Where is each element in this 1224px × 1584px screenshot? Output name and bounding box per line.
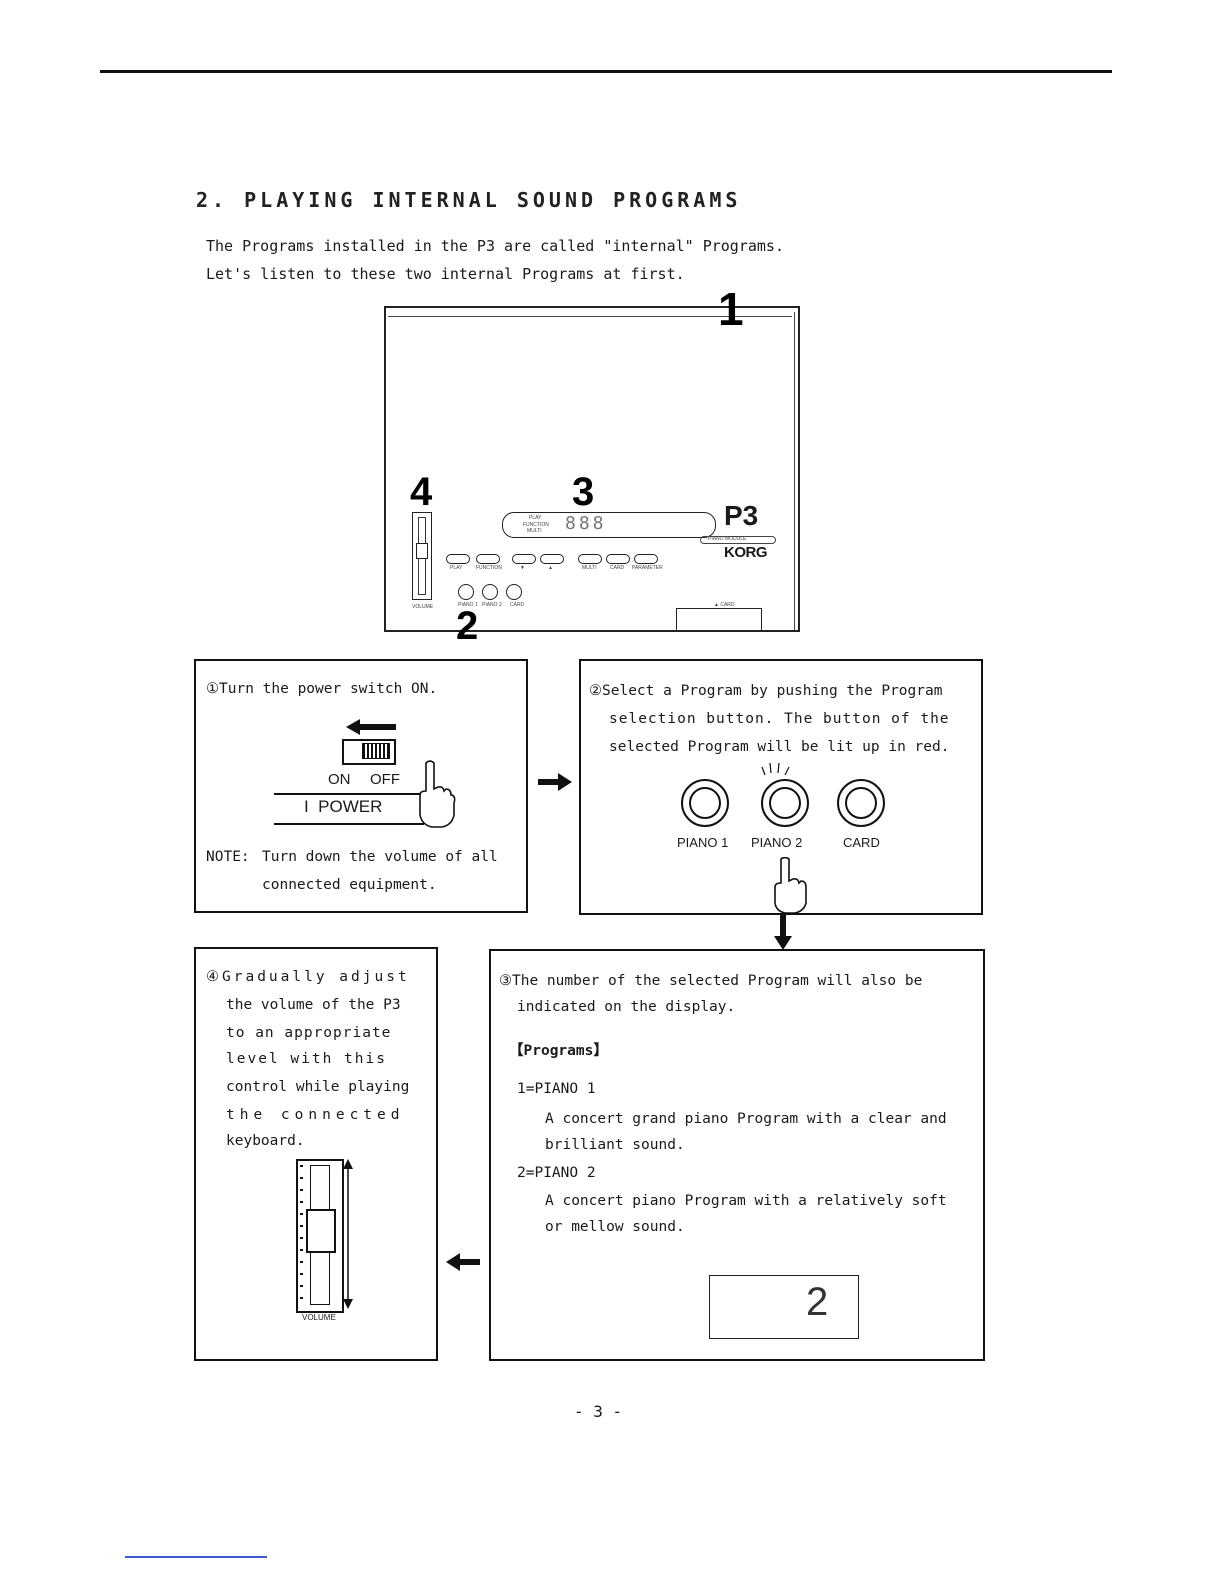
piano1-label: PIANO 1 <box>677 835 729 850</box>
arrow-left-icon <box>346 719 396 735</box>
step4-line-7: keyboard. <box>226 1133 305 1149</box>
program2-desc-1: A concert piano Program with a relativel… <box>545 1193 947 1209</box>
knob-label-piano2: PIANO 2 <box>482 602 502 608</box>
btn-label-down: ▼ <box>520 565 525 571</box>
intro-text: The Programs installed in the P3 are cal… <box>206 232 784 288</box>
btn-label-play: PLAY <box>450 565 463 571</box>
down-button[interactable] <box>512 554 536 564</box>
light-rays-icon <box>761 762 790 776</box>
step3-line-1: ③The number of the selected Program will… <box>499 973 923 989</box>
card-label: CARD <box>843 835 880 850</box>
volume-fader[interactable] <box>296 1159 344 1313</box>
step4-line-5: control while playing <box>226 1079 410 1095</box>
switch-off-label: OFF <box>370 771 400 788</box>
step3-line-2: indicated on the display. <box>517 999 736 1015</box>
display-panel: PLAY FUNCTION MULTI 888 <box>502 512 716 538</box>
arrow-right-icon <box>538 773 572 791</box>
step4-line-2: the volume of the P3 <box>226 997 401 1013</box>
piano2-label: PIANO 2 <box>751 835 803 850</box>
up-down-arrow-icon <box>343 1159 353 1309</box>
program2-desc-2: or mellow sound. <box>545 1219 685 1235</box>
device-illustration: 1 4 3 2 VOLUME PLAY FUNCTION MULTI 888 P… <box>384 283 802 648</box>
btn-label-multi: MULTI <box>582 565 597 571</box>
intro-line-2: Let's listen to these two internal Progr… <box>206 265 685 283</box>
callout-3: 3 <box>572 470 595 514</box>
bottom-rule <box>125 1556 267 1558</box>
pointing-hand-icon <box>774 857 807 914</box>
multi-button[interactable] <box>578 554 602 564</box>
step4-line-6: the connected <box>226 1107 405 1123</box>
piano2-knob[interactable] <box>482 584 498 600</box>
power-label: I POWER <box>304 797 383 816</box>
top-rule <box>100 70 1112 73</box>
program1-name: 1=PIANO 1 <box>517 1081 596 1097</box>
program-display-value: 2 <box>806 1280 829 1324</box>
switch-on-label: ON <box>328 771 351 788</box>
programs-heading: 【Programs】 <box>509 1043 608 1059</box>
program1-desc-1: A concert grand piano Program with a cle… <box>545 1111 947 1127</box>
step2-line-2: selection button. The button of the <box>609 711 950 727</box>
step2-line-3: selected Program will be lit up in red. <box>609 739 950 755</box>
step3-box: ③The number of the selected Program will… <box>489 949 985 1361</box>
program1-desc-2: brilliant sound. <box>545 1137 685 1153</box>
card-mode-button[interactable] <box>606 554 630 564</box>
led-label-multi: MULTI <box>527 528 542 534</box>
volume-label-small: VOLUME <box>412 604 434 610</box>
piano1-select-button[interactable] <box>681 779 729 827</box>
step1-box: ①Turn the power switch ON. ON OFF I POWE… <box>194 659 528 913</box>
step4-line-1: ④Gradually adjust <box>206 969 410 985</box>
btn-label-parameter: PARAMETER <box>632 565 663 571</box>
card-slot[interactable] <box>676 608 762 631</box>
page-number: - 3 - <box>574 1402 623 1421</box>
arrow-down-icon <box>774 914 792 950</box>
power-switch[interactable] <box>342 739 396 765</box>
step4-line-4: level with this <box>226 1051 387 1067</box>
step2-line-1: ②Select a Program by pushing the Program <box>589 683 943 699</box>
step4-box: ④Gradually adjust the volume of the P3 t… <box>194 947 438 1361</box>
card-select-button[interactable] <box>837 779 885 827</box>
btn-label-function: FUNCTION <box>476 565 502 571</box>
up-button[interactable] <box>540 554 564 564</box>
model-name: P3 <box>724 500 759 531</box>
arrow-left-icon <box>446 1253 480 1271</box>
step2-box: ②Select a Program by pushing the Program… <box>579 659 983 915</box>
play-button[interactable] <box>446 554 470 564</box>
parameter-button[interactable] <box>634 554 658 564</box>
card-slot-label: ▲ CARD <box>714 602 735 608</box>
led-label-function: FUNCTION <box>523 522 549 528</box>
card-knob[interactable] <box>506 584 522 600</box>
section-title: 2. PLAYING INTERNAL SOUND PROGRAMS <box>196 188 742 212</box>
knob-label-piano1: PIANO 1 <box>458 602 478 608</box>
piano2-select-button[interactable] <box>761 779 809 827</box>
note-label: NOTE: <box>206 849 250 865</box>
btn-label-up: ▲ <box>548 565 553 571</box>
step1-text: ①Turn the power switch ON. <box>206 681 438 697</box>
note-line-1: Turn down the volume of all <box>262 849 498 865</box>
pointing-hand-icon <box>419 760 456 828</box>
callout-4: 4 <box>410 470 433 514</box>
led-label-play: PLAY <box>529 515 542 521</box>
knob-label-card: CARD <box>510 602 525 608</box>
piano1-knob[interactable] <box>458 584 474 600</box>
function-button[interactable] <box>476 554 500 564</box>
btn-label-card: CARD <box>610 565 625 571</box>
program2-name: 2=PIANO 2 <box>517 1165 596 1181</box>
callout-1: 1 <box>718 283 744 335</box>
volume-slider[interactable] <box>412 512 432 600</box>
brand-logo: KORG <box>724 544 768 561</box>
volume-label: VOLUME <box>302 1313 336 1322</box>
callout-2: 2 <box>456 604 479 648</box>
step4-line-3: to an appropriate <box>226 1025 392 1041</box>
model-subtitle: PIANO MODULE <box>708 536 747 542</box>
note-line-2: connected equipment. <box>262 877 437 893</box>
display-digits: 888 <box>565 513 607 534</box>
program-display: 2 <box>709 1275 859 1339</box>
intro-line-1: The Programs installed in the P3 are cal… <box>206 237 784 255</box>
